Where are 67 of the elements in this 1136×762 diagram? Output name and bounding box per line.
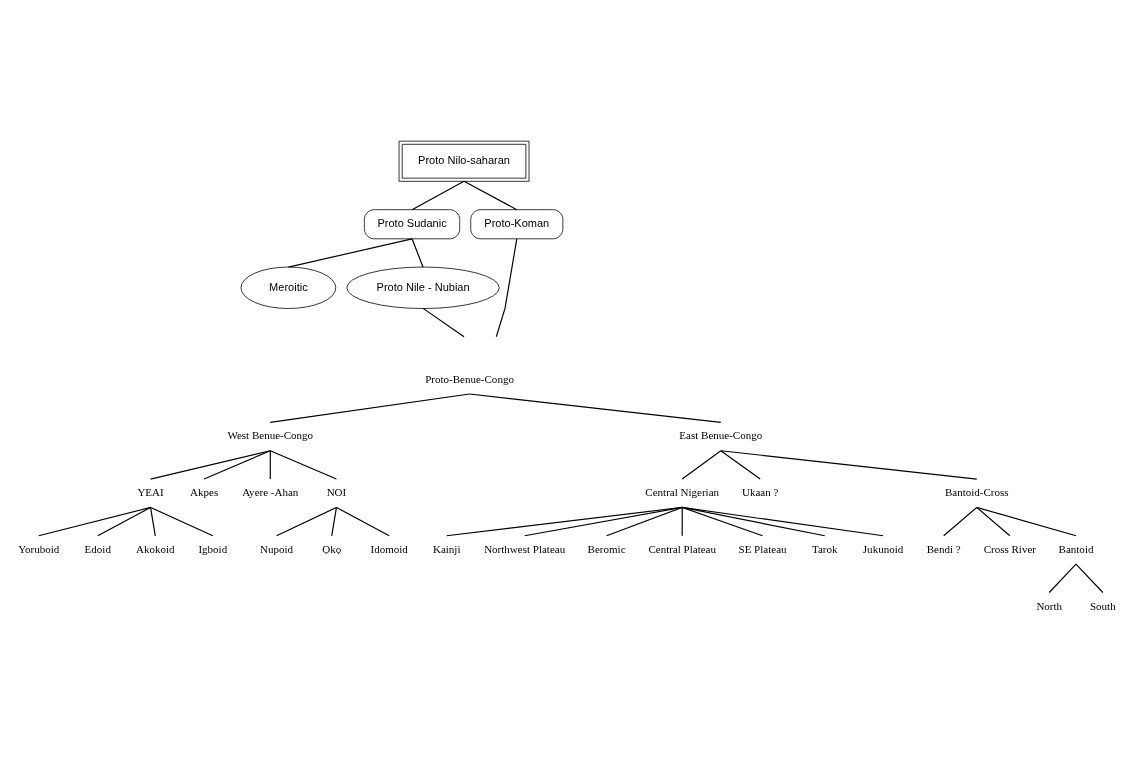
node-text: Northwest Plateau (484, 542, 566, 555)
node-text: Beromic (587, 542, 626, 555)
node-text: Bantoid-Cross (944, 486, 1009, 499)
connector (720, 450, 761, 480)
connector (149, 506, 156, 537)
node-ellipse: Meroitic (240, 266, 337, 309)
node-text: Akokoid (136, 542, 175, 555)
connector (335, 506, 390, 537)
connector (97, 506, 152, 537)
node-text: Ayere -Ahan (242, 486, 299, 499)
node-text: Edoid (84, 542, 111, 555)
node-text: Proto-Benue-Congo (425, 372, 514, 385)
node-text: Ukaan ? (741, 486, 779, 499)
node-text: Idomoid (370, 542, 408, 555)
connector (203, 450, 271, 480)
connector (422, 307, 465, 338)
node-text: Central Nigerian (645, 486, 720, 499)
connector (463, 180, 518, 211)
node-text: Akpes (190, 486, 219, 499)
connector (976, 506, 1077, 537)
connector (149, 506, 214, 537)
node-text: Bantoid (1058, 542, 1094, 555)
connector (976, 506, 1011, 537)
connector (681, 506, 683, 537)
connector (1075, 563, 1104, 594)
node-ellipse: Proto Nile - Nubian (346, 266, 500, 309)
node-box: Proto Sudanic (364, 209, 461, 240)
node-text: Tarok (811, 542, 838, 555)
node-text: East Benue-Congo (679, 429, 763, 442)
node-text: Cross River (983, 542, 1037, 555)
connector (681, 506, 826, 537)
node-text: South (1089, 599, 1116, 612)
connector (269, 393, 471, 423)
connector (468, 393, 722, 423)
node-text: Central Plateau (648, 542, 717, 555)
connector (720, 450, 978, 480)
connector (411, 180, 465, 211)
connector (943, 506, 978, 537)
connector (276, 506, 338, 537)
node-text: Nupoid (260, 542, 294, 555)
connector (681, 506, 884, 537)
node-text: Igboid (198, 542, 228, 555)
node-text: Kainji (432, 542, 461, 555)
connector (681, 450, 722, 480)
node-text: North (1036, 599, 1063, 612)
node-text: Jukunoid (862, 542, 904, 555)
connector (495, 238, 518, 338)
node-text: NOI (326, 486, 347, 499)
connector (287, 238, 413, 268)
connector (38, 506, 152, 537)
connector (411, 238, 424, 268)
connector (269, 450, 271, 480)
connector (681, 506, 764, 537)
connector (269, 450, 338, 480)
connector (331, 506, 338, 537)
node-text: Bendi ? (926, 542, 961, 555)
node-text: West Benue-Congo (227, 429, 314, 442)
connector (524, 506, 683, 537)
node-text: SE Plateau (738, 542, 787, 555)
node-text: Ọkọ (322, 542, 342, 555)
connector (1048, 563, 1077, 594)
connector (606, 506, 683, 537)
node-text: YEAI (137, 486, 164, 499)
node-text: Yoruboid (18, 542, 60, 555)
connector (446, 506, 683, 537)
node-box: Proto-Koman (470, 209, 564, 240)
connector (149, 450, 271, 480)
